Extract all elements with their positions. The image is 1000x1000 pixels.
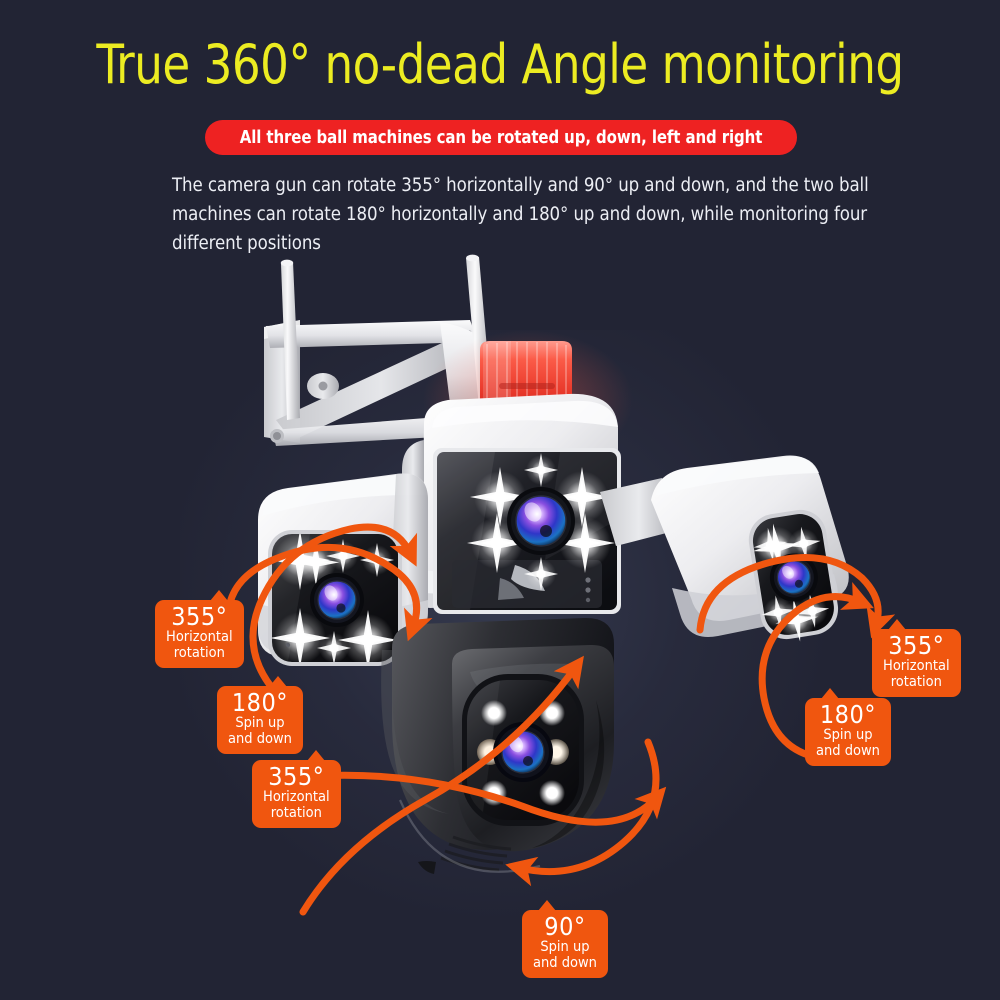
callout-degrees: 355° [888, 631, 945, 660]
arrow-right-vertical [758, 582, 874, 762]
callout-line1: Horizontal [883, 658, 950, 674]
right-lens [769, 553, 818, 602]
callout-dome-horizontal[interactable]: 355° Horizontal rotation [252, 750, 341, 828]
callout-degrees: 90° [544, 912, 586, 941]
status-badge: All three ball machines can be rotated u… [205, 120, 797, 155]
callout-left-horizontal[interactable]: 355° Horizontal rotation [155, 590, 244, 668]
callout-degrees: 355° [268, 762, 325, 791]
callout-line2: rotation [890, 673, 942, 690]
arrow-left-horizontal [224, 543, 433, 642]
status-badge-label: All three ball machines can be rotated u… [239, 127, 763, 148]
callout-line2: rotation [173, 644, 225, 661]
callout-line1: Horizontal [263, 789, 330, 805]
callout-line2: rotation [270, 804, 322, 821]
center-lens [507, 487, 575, 555]
callout-pointer [268, 676, 287, 687]
arrow-dome-vertical [299, 655, 584, 916]
callout-line2: and down [816, 742, 880, 759]
callout-pointer [888, 619, 906, 630]
callout-pointer [209, 590, 228, 601]
callout-line1: Horizontal [166, 629, 233, 645]
callout-line1: Spin up [235, 715, 285, 731]
callout-degrees: 180° [819, 700, 877, 729]
callout-right-spin[interactable]: 180° Spin up and down [805, 688, 891, 766]
callout-pointer [821, 688, 839, 699]
callout-line2: and down [228, 730, 292, 747]
callout-line1: Spin up [823, 727, 873, 743]
callout-line2: and down [533, 954, 597, 971]
callout-degrees: 355° [171, 602, 228, 631]
center-camera-module [402, 393, 621, 614]
callout-degrees: 180° [231, 688, 289, 717]
page-title: True 360° no-dead Angle monitoring [96, 33, 904, 96]
callout-line1: Spin up [540, 939, 590, 955]
callout-left-spin[interactable]: 180° Spin up and down [217, 676, 303, 754]
arrow-dome-horizontal [286, 771, 667, 826]
antenna-left [280, 259, 300, 420]
arrow-left-vertical [249, 523, 418, 699]
arrow-right-horizontal [696, 554, 896, 639]
right-camera-head [600, 455, 849, 645]
callout-pointer [306, 750, 325, 761]
callout-pointer [538, 900, 556, 911]
left-camera-head [258, 473, 428, 666]
callout-dome-spin[interactable]: 90° Spin up and down [522, 900, 608, 978]
callout-right-horizontal[interactable]: 355° Horizontal rotation [872, 619, 961, 697]
description-paragraph: The camera gun can rotate 355° horizonta… [172, 175, 869, 254]
arrow-dome-loop [505, 738, 660, 887]
left-lens [310, 573, 364, 627]
